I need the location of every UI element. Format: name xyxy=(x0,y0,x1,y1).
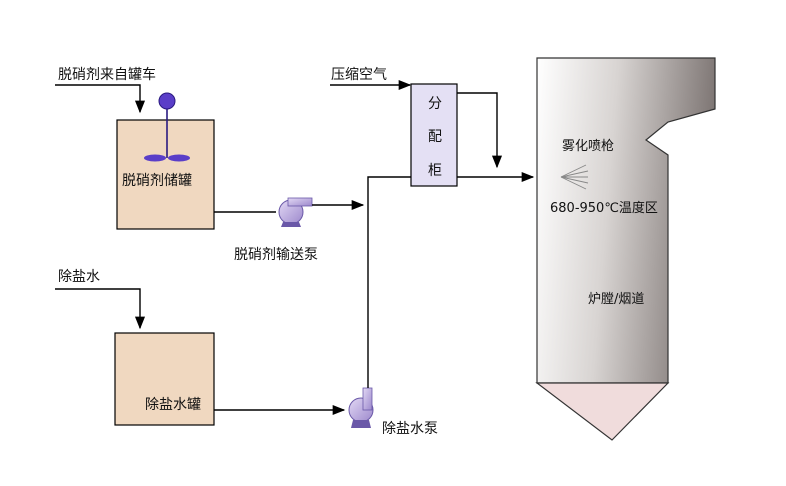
spray-nozzle-icon xyxy=(560,164,589,190)
furnace-flue-label: 炉膛/烟道 xyxy=(588,292,644,307)
desalted-water-tank xyxy=(114,332,215,426)
furnace-body xyxy=(535,57,716,441)
reagent-tank-label: 脱硝剂储罐 xyxy=(122,173,192,189)
cabinet-label-1: 分 xyxy=(428,96,442,112)
reagent-from-tanker-label: 脱硝剂来自罐车 xyxy=(58,66,156,83)
furnace-hopper xyxy=(535,382,670,441)
compressed-air-label: 压缩空气 xyxy=(331,67,387,83)
desalted-water-pump-label: 除盐水泵 xyxy=(382,421,438,437)
reagent-tank xyxy=(116,92,215,230)
agitator-icon xyxy=(144,92,190,162)
reagent-inlet-line xyxy=(55,84,146,114)
desalted-water-pump xyxy=(348,387,374,428)
temperature-zone-label: 680-950℃温度区 xyxy=(550,200,658,216)
desalted-water-tank-label: 除盐水罐 xyxy=(145,397,201,413)
air-to-lance-line xyxy=(457,92,503,169)
distribution-cabinet xyxy=(410,83,458,187)
cabinet-label-3: 柜 xyxy=(428,163,442,179)
desalted-water-label: 除盐水 xyxy=(58,269,100,285)
water-riser-line xyxy=(367,176,411,388)
reagent-pump xyxy=(278,197,313,227)
desalted-water-inlet-line xyxy=(55,288,146,330)
cabinet-label-2: 配 xyxy=(428,129,442,145)
atomizing-lance-label: 雾化喷枪 xyxy=(562,138,614,154)
reagent-pump-label: 脱硝剂输送泵 xyxy=(234,247,318,263)
